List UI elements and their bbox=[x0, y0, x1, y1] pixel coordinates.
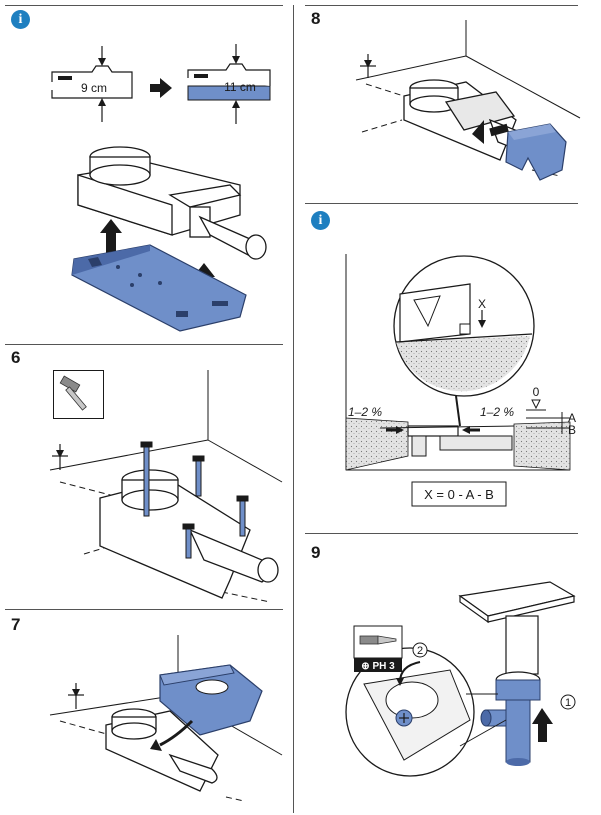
divider-top-right bbox=[305, 5, 578, 6]
x-label: X bbox=[478, 297, 486, 311]
step-9-installation-illustration: 1 2 ⊕ PH 3 bbox=[345, 581, 576, 777]
b-label: B bbox=[568, 423, 576, 437]
info-icon-slope: i bbox=[311, 211, 330, 230]
profile-after bbox=[187, 44, 271, 124]
step-6-number: 6 bbox=[11, 348, 21, 367]
insert-arrow-icon bbox=[159, 719, 194, 747]
hammer-icon bbox=[59, 375, 87, 411]
axis-marker-icon bbox=[52, 444, 68, 470]
step-9-number: 9 bbox=[311, 543, 321, 562]
drain-body bbox=[77, 146, 267, 260]
room-corner bbox=[49, 370, 283, 483]
push-arrow-icon bbox=[472, 120, 509, 144]
lift-arrow-left-icon bbox=[100, 219, 122, 253]
level-reference bbox=[526, 399, 570, 434]
profile-before bbox=[51, 46, 133, 122]
divider-step6-step7 bbox=[5, 609, 283, 610]
transform-arrow-icon bbox=[150, 78, 172, 98]
height-comparison-diagram: 9 cm 11 cm bbox=[51, 44, 271, 124]
step-6-installation-illustration bbox=[49, 370, 283, 603]
blue-cover-piece bbox=[159, 664, 263, 736]
divider-info-step9 bbox=[305, 533, 578, 534]
drain-section bbox=[379, 425, 515, 457]
concrete-layer bbox=[345, 417, 571, 471]
info-icon: i bbox=[11, 10, 30, 29]
height-before-label: 9 cm bbox=[81, 81, 107, 95]
drain-body-installed bbox=[99, 469, 279, 599]
blue-trap-body bbox=[480, 671, 541, 766]
base-plate bbox=[71, 244, 247, 332]
lift-arrow-icon bbox=[532, 708, 553, 742]
callout-2-circle bbox=[412, 642, 428, 658]
screws bbox=[140, 441, 249, 559]
drain-body-with-base-plate bbox=[71, 146, 267, 332]
tool-label: ⊕ PH 3 bbox=[361, 661, 395, 672]
step-8-number: 8 bbox=[311, 9, 321, 28]
hammer-tool-box bbox=[53, 370, 104, 419]
slope-cross-section-diagram: X 1–2 % 1–2 % 0 A B X = 0 - A - B bbox=[345, 254, 576, 507]
axis-marker-icon bbox=[68, 683, 84, 709]
callout-1-label: 1 bbox=[565, 697, 571, 709]
step-8-installation-illustration bbox=[355, 20, 581, 181]
screwdriver-icon bbox=[359, 635, 397, 645]
step-7-installation-illustration bbox=[49, 635, 283, 802]
detail-magnifier bbox=[393, 255, 535, 397]
slope-arrow-left-icon bbox=[386, 426, 404, 434]
screw-detail-magnifier bbox=[345, 647, 507, 777]
column-divider bbox=[293, 5, 294, 813]
formula-box bbox=[411, 481, 507, 507]
callout-2-label: 2 bbox=[417, 645, 423, 657]
slope-right-label: 1–2 % bbox=[480, 405, 514, 419]
divider-info-step6 bbox=[5, 344, 283, 345]
screwdriver-tool-box bbox=[353, 625, 403, 672]
divider-step8-info bbox=[305, 203, 578, 204]
slope-arrow-right-icon bbox=[462, 426, 480, 434]
divider-top-left bbox=[5, 5, 283, 6]
callout-1-circle bbox=[560, 694, 576, 710]
formula-text: X = 0 - A - B bbox=[424, 487, 494, 502]
slope-left-label: 1–2 % bbox=[348, 405, 382, 419]
blue-clip-piece bbox=[505, 123, 567, 181]
axis-marker-icon bbox=[360, 54, 376, 78]
zero-label: 0 bbox=[533, 385, 540, 399]
a-label: A bbox=[568, 411, 576, 425]
top-frame bbox=[458, 581, 576, 675]
step-7-number: 7 bbox=[11, 615, 21, 634]
height-after-label: 11 cm bbox=[224, 80, 256, 94]
